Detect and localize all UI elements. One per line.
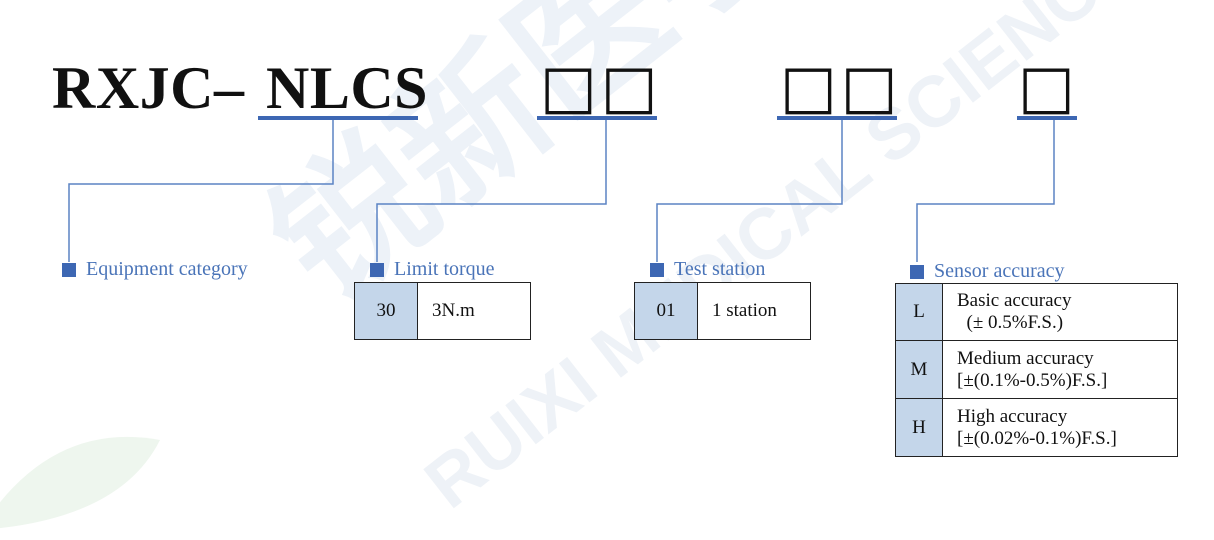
equipment-category-label: Equipment category [62,258,248,281]
accuracy-code: M [895,340,943,399]
table-row: 30 3N.m [354,282,531,340]
station-desc: 1 station [697,282,811,340]
test-station-text: Test station [674,258,766,280]
table-row: 01 1 station [634,282,811,340]
accuracy-range: (± 0.5%F.S.) [957,312,1064,333]
leader-accuracy [916,120,1055,262]
accuracy-range: [±(0.02%-0.1%)F.S.] [957,427,1117,449]
limit-torque-label: Limit torque [370,258,495,281]
accuracy-range: [±(0.1%-0.5%)F.S.] [957,369,1108,391]
bullet-icon [910,264,924,279]
leader-torque [376,120,607,262]
model-code: RXJC– NLCS [52,54,428,123]
leader-equipment [68,120,334,262]
bullet-icon [62,262,76,277]
accuracy-name: Medium accuracy [957,347,1094,369]
torque-table: 30 3N.m [354,282,531,340]
model-prefix: RXJC– [52,55,245,121]
torque-desc: 3N.m [417,282,531,340]
station-slot: □□ [780,52,902,122]
bullet-icon [650,262,664,277]
accuracy-code: L [895,283,943,341]
station-code: 01 [634,282,698,340]
table-row: M Medium accuracy [±(0.1%-0.5%)F.S.] [895,340,1178,399]
accuracy-table: L Basic accuracy (± 0.5%F.S.) M Medium a… [895,283,1178,457]
connector-lines [68,116,1077,262]
table-row: H High accuracy [±(0.02%-0.1%)F.S.] [895,398,1178,457]
torque-code: 30 [354,282,418,340]
model-series: NLCS [266,55,429,121]
accuracy-desc: Basic accuracy (± 0.5%F.S.) [942,283,1178,341]
limit-torque-text: Limit torque [394,258,495,280]
leader-station [656,120,843,262]
sensor-accuracy-label: Sensor accuracy [910,260,1065,283]
accuracy-code: H [895,398,943,457]
torque-slot: □□ [540,52,662,122]
accuracy-slot: □ [1018,52,1079,122]
table-row: L Basic accuracy (± 0.5%F.S.) [895,283,1178,341]
accuracy-desc: Medium accuracy [±(0.1%-0.5%)F.S.] [942,340,1178,399]
equipment-category-text: Equipment category [86,258,248,280]
accuracy-name: Basic accuracy [957,290,1072,311]
accuracy-name: High accuracy [957,405,1068,427]
station-table: 01 1 station [634,282,811,340]
accuracy-desc: High accuracy [±(0.02%-0.1%)F.S.] [942,398,1178,457]
bullet-icon [370,262,384,277]
sensor-accuracy-text: Sensor accuracy [934,260,1065,282]
test-station-label: Test station [650,258,765,281]
